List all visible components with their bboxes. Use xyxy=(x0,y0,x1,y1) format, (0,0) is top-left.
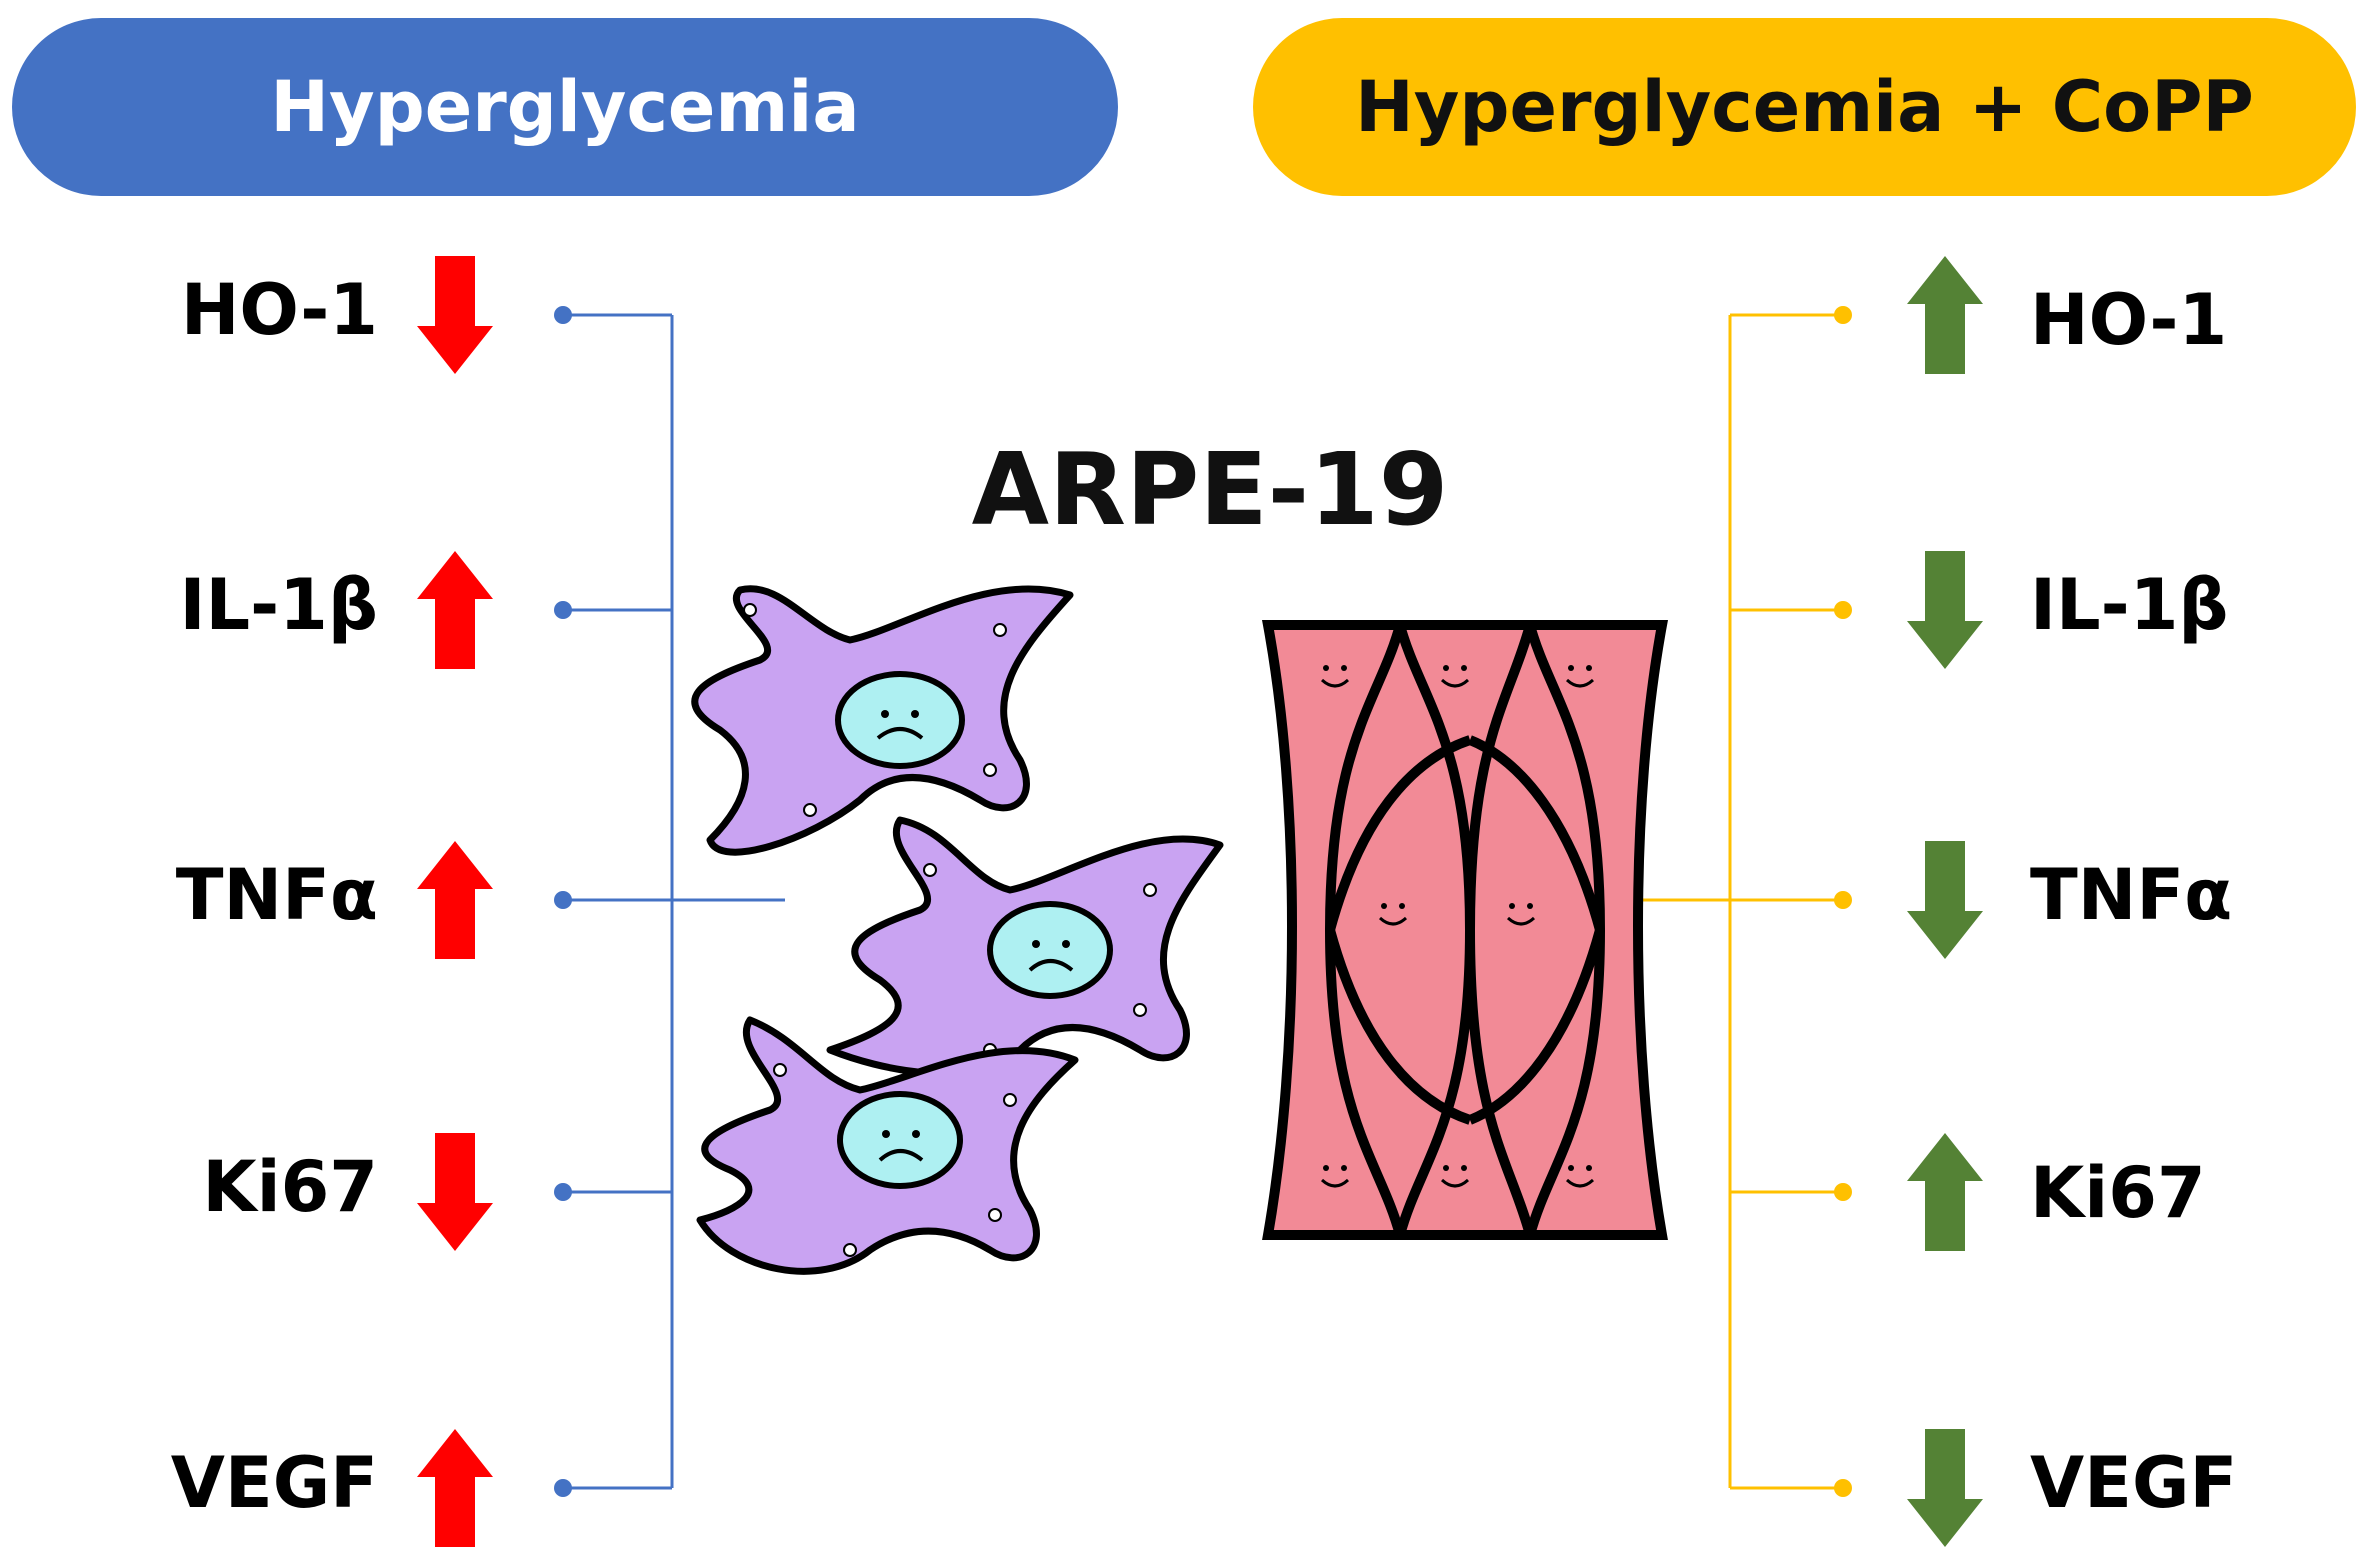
hyperglycemia-copp-title: Hyperglycemia + CoPP xyxy=(1355,66,2254,148)
left-marker-label: IL-1β xyxy=(179,564,378,646)
down-arrow-icon xyxy=(1907,841,1983,959)
right-marker-label: IL-1β xyxy=(2030,564,2229,646)
left-connector-dot xyxy=(554,891,572,909)
right-marker-label: HO-1 xyxy=(2030,279,2228,361)
down-arrow-icon xyxy=(1907,1429,1983,1547)
up-arrow-icon xyxy=(1907,1133,1983,1251)
down-arrow-icon xyxy=(417,256,493,374)
arpe-cell-1 xyxy=(691,585,1074,856)
left-connector-dot xyxy=(554,1479,572,1497)
arpe19-title: ARPE-19 xyxy=(971,431,1449,548)
left-connector-dot xyxy=(554,306,572,324)
right-connector-dot xyxy=(1834,1479,1852,1497)
right-connector-dot xyxy=(1834,306,1852,324)
right-connector-dot xyxy=(1834,601,1852,619)
left-marker-label: HO-1 xyxy=(180,269,378,351)
hyperglycemia-header: Hyperglycemia xyxy=(12,18,1118,196)
left-connector-dot xyxy=(554,1183,572,1201)
hyperglycemia-copp-header: Hyperglycemia + CoPP xyxy=(1253,18,2356,196)
right-marker-label: Ki67 xyxy=(2030,1152,2206,1234)
up-arrow-icon xyxy=(1907,256,1983,374)
down-arrow-icon xyxy=(417,1133,493,1251)
left-marker-label: Ki67 xyxy=(202,1146,378,1228)
right-marker-label: VEGF xyxy=(2030,1442,2238,1524)
hyperglycemia-title: Hyperglycemia xyxy=(270,66,860,148)
muscle-cell-sheet xyxy=(1262,620,1668,1240)
left-marker-label: TNFα xyxy=(175,854,378,936)
up-arrow-icon xyxy=(417,1429,493,1547)
right-connector-dot xyxy=(1834,1183,1852,1201)
right-marker-label: TNFα xyxy=(2030,854,2233,936)
left-connector-dot xyxy=(554,601,572,619)
down-arrow-icon xyxy=(1907,551,1983,669)
right-connector-dot xyxy=(1834,891,1852,909)
arpe-cell-3 xyxy=(696,1016,1079,1275)
arpe-cell-2 xyxy=(826,816,1224,1077)
left-marker-label: VEGF xyxy=(170,1442,378,1524)
up-arrow-icon xyxy=(417,551,493,669)
up-arrow-icon xyxy=(417,841,493,959)
